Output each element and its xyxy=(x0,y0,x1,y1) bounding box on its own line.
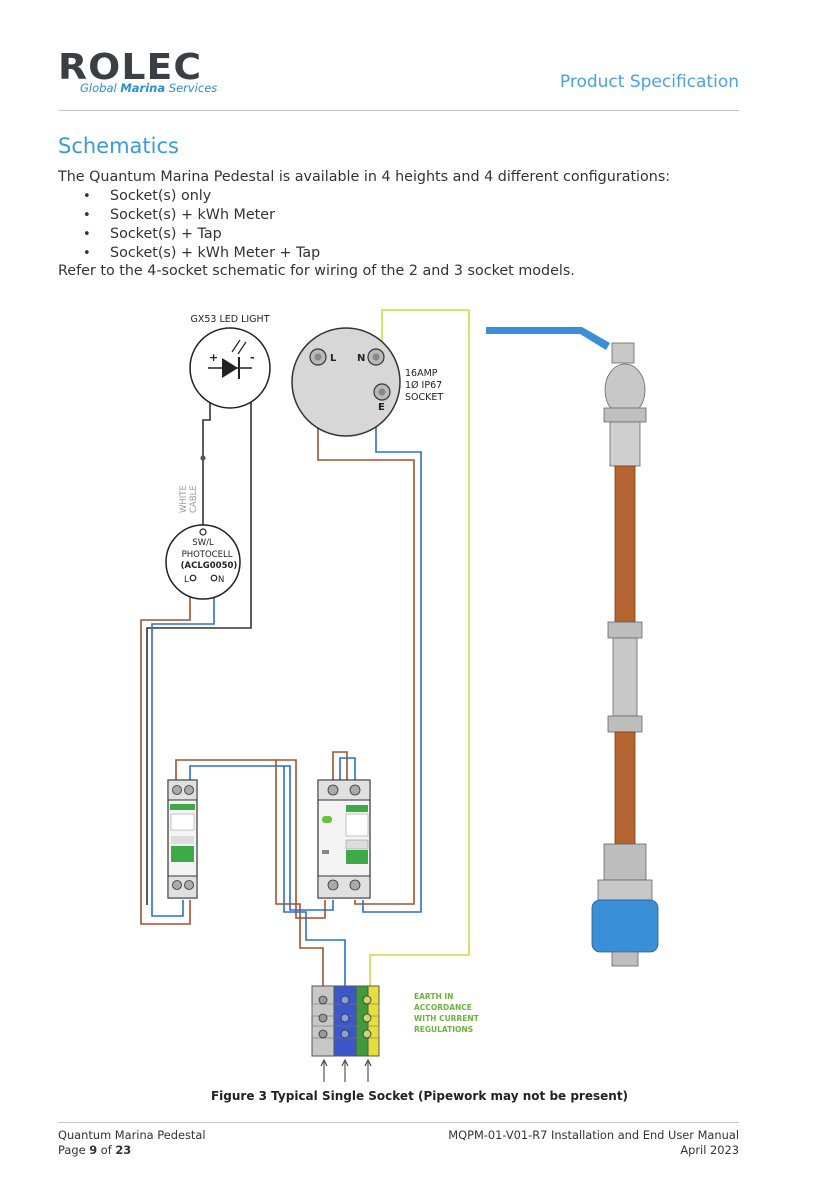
live-feed-wire xyxy=(175,759,324,990)
rcbo-live-wire xyxy=(276,759,326,919)
socket-e: E xyxy=(378,402,385,413)
socket-neutral-wire xyxy=(362,357,422,913)
earth-note-4: REGULATIONS xyxy=(414,1025,473,1034)
page-prefix: Page xyxy=(58,1143,90,1157)
rcbo-loop-neutral xyxy=(339,757,356,780)
logo-tagline-post: Services xyxy=(165,81,218,95)
led-title: GX53 LED LIGHT xyxy=(190,314,269,325)
cable-junction xyxy=(200,455,206,461)
neutral-feed-wire xyxy=(189,765,346,990)
section-title: Schematics xyxy=(58,134,179,158)
figure-caption: Figure 3 Typical Single Socket (Pipework… xyxy=(210,1089,629,1103)
socket-e-screw xyxy=(378,388,386,396)
footer-divider xyxy=(58,1122,739,1123)
terminal-block xyxy=(311,985,380,1057)
photocell-n-terminal xyxy=(210,574,218,582)
photocell-name: PHOTOCELL xyxy=(182,550,233,560)
page-of: of xyxy=(97,1143,116,1157)
header-title: Product Specification xyxy=(559,72,739,92)
earth-note-2: ACCORDANCE xyxy=(414,1003,472,1012)
page-number: Page 9 of 23 xyxy=(58,1143,206,1158)
header-divider xyxy=(58,110,739,111)
light-ray-2-icon xyxy=(237,341,247,355)
mcb-breaker xyxy=(167,779,198,899)
socket-l: L xyxy=(330,353,337,364)
list-item: Socket(s) + kWh Meter + Tap xyxy=(80,244,320,263)
earth-note-1: EARTH IN xyxy=(414,992,453,1001)
footer-date: April 2023 xyxy=(680,1143,739,1157)
rcbo-breaker xyxy=(317,779,371,899)
socket-n: N xyxy=(357,353,365,364)
led-plus: + xyxy=(209,351,218,364)
logo-tagline-bold: Marina xyxy=(120,81,166,95)
led-negative-wire xyxy=(146,376,252,905)
photocell-live-wire xyxy=(140,586,191,925)
photocell-body xyxy=(165,524,241,600)
led-minus: - xyxy=(250,351,255,364)
socket-phase: 1Ø IP67 xyxy=(405,380,442,391)
socket-l-screw xyxy=(314,353,322,361)
list-item: Socket(s) + Tap xyxy=(80,225,320,244)
socket-rating: 16AMP xyxy=(405,368,438,379)
earth-wire xyxy=(369,309,470,990)
rcbo-loop-live xyxy=(332,751,348,780)
list-item: Socket(s) + kWh Meter xyxy=(80,206,320,225)
configuration-list: Socket(s) only Socket(s) + kWh Meter Soc… xyxy=(80,187,320,263)
rcbo-neutral-wire xyxy=(284,765,334,911)
logo-tagline: Global Marina Services xyxy=(80,81,217,95)
photocell-swl: SW/L xyxy=(192,538,214,548)
water-pipework xyxy=(486,327,659,967)
socket-n-screw xyxy=(372,353,380,361)
logo-wordmark: ROLEC xyxy=(58,47,203,88)
photocell-n: N xyxy=(218,575,224,585)
footer-product: Quantum Marina Pedestal xyxy=(58,1128,206,1142)
socket-type: SOCKET xyxy=(405,392,443,403)
photocell-code: (ACLG0050) xyxy=(181,561,238,571)
white-cable-label-1: WHITE xyxy=(179,485,189,513)
photocell-swl-terminal xyxy=(199,528,207,536)
tap-handle xyxy=(486,327,610,350)
photocell-l-terminal xyxy=(189,574,197,582)
white-cable-label-2: CABLE xyxy=(189,485,199,513)
list-item: Socket(s) only xyxy=(80,187,320,206)
supply-arrows xyxy=(320,1058,372,1082)
footer-right: MQPM-01-V01-R7 Installation and End User… xyxy=(448,1128,739,1158)
photocell-l: L xyxy=(184,575,189,585)
company-logo: ROLEC Global Marina Services xyxy=(58,47,217,96)
page-current: 9 xyxy=(89,1143,98,1157)
socket-body xyxy=(291,327,401,437)
footer-document: MQPM-01-V01-R7 Installation and End User… xyxy=(448,1128,739,1142)
socket-live-wire xyxy=(317,357,415,905)
diode-icon xyxy=(222,358,238,378)
intro-text: The Quantum Marina Pedestal is available… xyxy=(58,169,671,185)
footer-left: Quantum Marina Pedestal Page 9 of 23 xyxy=(58,1128,206,1158)
refer-text: Refer to the 4-socket schematic for wiri… xyxy=(58,263,575,279)
light-ray-1-icon xyxy=(231,339,241,353)
earth-note-3: WITH CURRENT xyxy=(414,1014,480,1023)
photocell-neutral-wire xyxy=(151,586,215,917)
page-total: 23 xyxy=(115,1143,132,1157)
logo-tagline-pre: Global xyxy=(80,81,121,95)
